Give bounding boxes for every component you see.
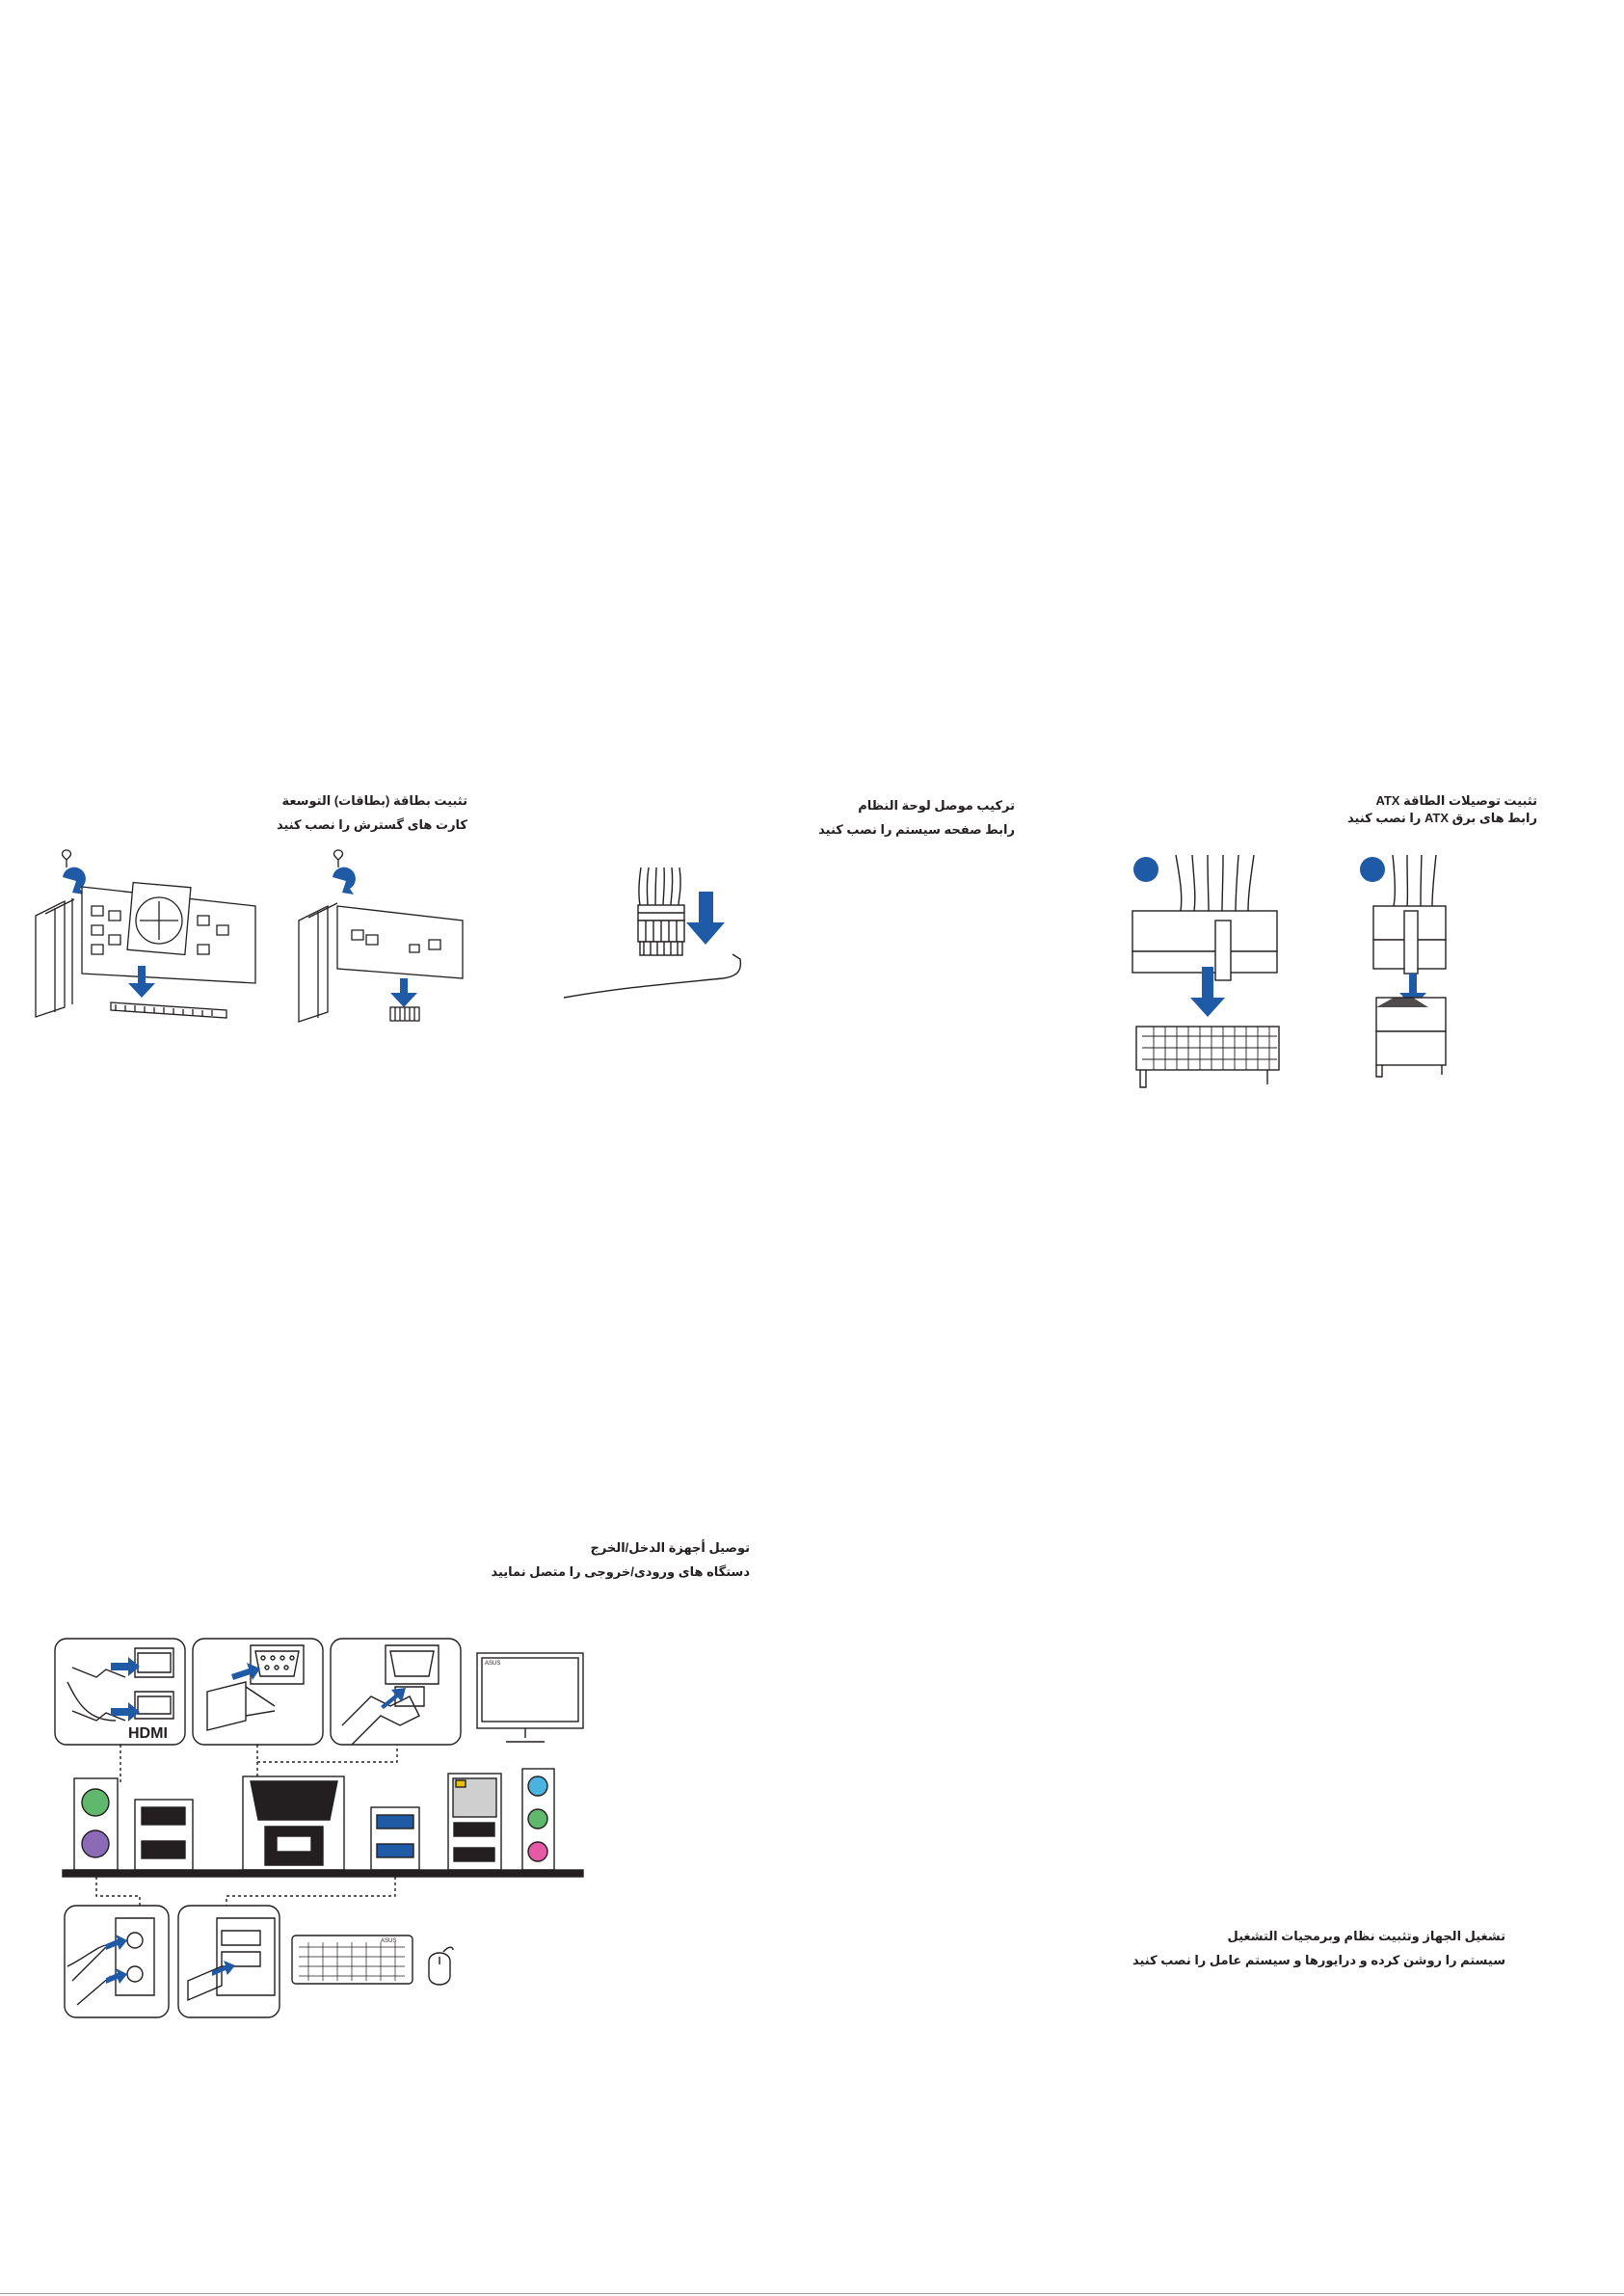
io-devices-title: توصيل أجهزة الدخل/الخرج (590, 1540, 751, 1555)
expansion-card-caption: تثبيت بطاقة (بطاقات) التوسعة کارت های گس… (193, 788, 467, 838)
power-on-subtitle: سیستم را روشن کرده و درایورها و سیستم عا… (1131, 1953, 1505, 1967)
step-1-badge (1133, 857, 1158, 882)
front-panel-connector-illustration (559, 863, 752, 1007)
down-arrow (128, 966, 155, 998)
atx-8pin-connector-illustration (1349, 853, 1465, 1084)
power-on-title: تشغيل الجهاز وتثبيت نظام وبرمجيات التشغي… (1227, 1929, 1505, 1943)
monitor (476, 1652, 584, 1729)
page-bottom-rule (0, 2293, 1624, 2294)
step-2-badge (1360, 857, 1385, 882)
down-arrow (1190, 967, 1225, 1017)
atx-power-caption: تثبيت توصيلات الطاقة ATX رابط های برق AT… (1253, 788, 1537, 831)
down-arrow (686, 892, 725, 945)
screw-arrow (333, 867, 356, 894)
right-arrow (381, 1688, 406, 1709)
down-arrow (390, 978, 417, 1007)
io-devices-subtitle: دستگاه های ورودی/خروجی را متصل نمایید (491, 1564, 750, 1579)
usb-callout (177, 1905, 280, 2018)
io-ports-illustration: HDMI ASUS (53, 1634, 593, 2029)
front-panel-subtitle: رابط صفحه سیستم را نصب کنید (818, 822, 1015, 837)
io-devices-caption: توصيل أجهزة الدخل/الخرج دستگاه های ورودی… (463, 1535, 750, 1585)
keyboard-brand: ASUS (381, 1938, 396, 1944)
front-panel-caption: تركيب موصل لوحة النظام رابط صفحه سیستم ر… (742, 792, 1015, 842)
atx-power-subtitle: رابط های برق ATX را نصب کنید (1347, 811, 1537, 825)
mouse (428, 1946, 454, 1986)
power-on-caption: تشغيل الجهاز وتثبيت نظام وبرمجيات التشغي… (1089, 1923, 1505, 1973)
atx-24pin-connector-illustration (1123, 853, 1291, 1094)
right-arrow (111, 1657, 140, 1722)
keyboard (291, 1935, 413, 1985)
hdmi-logo: HDMI (128, 1725, 168, 1742)
right-arrow (212, 1961, 235, 1976)
monitor-brand: ASUS (485, 1661, 500, 1667)
ps2-callout (64, 1905, 170, 2018)
expansion-card-subtitle: کارت های گسترش را نصب کنید (276, 817, 467, 832)
right-arrow (106, 1935, 127, 1984)
expansion-card-title: تثبيت بطاقة (بطاقات) التوسعة (281, 793, 467, 808)
atx-power-title: تثبيت توصيلات الطاقة ATX (1375, 793, 1537, 808)
expansion-card-small-illustration (294, 839, 467, 1031)
expansion-card-large-illustration (34, 839, 275, 1031)
right-arrow (231, 1663, 260, 1680)
front-panel-title: تركيب موصل لوحة النظام (858, 798, 1015, 813)
screw-arrow (63, 867, 86, 894)
